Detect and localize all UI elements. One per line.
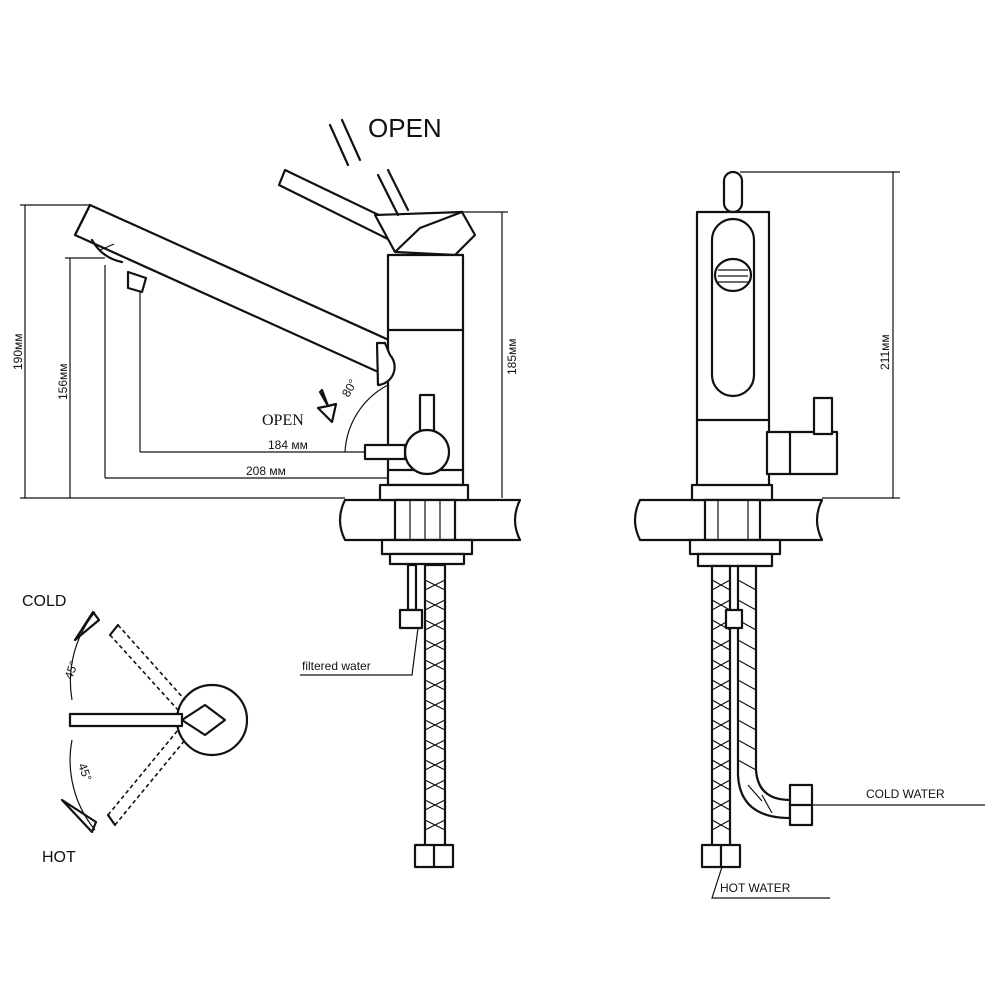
dim-156: 156мм <box>56 363 70 400</box>
faucet-body <box>375 253 465 487</box>
dim-184: 184 мм <box>268 438 308 452</box>
lever-handle <box>277 168 477 257</box>
open-arrow-top <box>328 118 410 217</box>
countertop-left <box>338 483 522 566</box>
angle-80-label: 80° <box>339 377 360 400</box>
filter-valve-knob <box>363 393 451 476</box>
filtered-water-label: filtered water <box>302 659 371 673</box>
side-view: OPEN 80° OPEN <box>11 113 522 869</box>
angle-arc <box>344 384 389 453</box>
dim-190: 190мм <box>11 333 25 370</box>
hot-label: HOT <box>42 849 76 866</box>
hoses-left <box>398 563 455 869</box>
open-arrow-side <box>316 388 338 424</box>
dim-208: 208 мм <box>246 464 286 478</box>
dim-211: 211мм <box>878 334 892 370</box>
open-label-side: OPEN <box>262 412 304 429</box>
front-view <box>633 170 985 899</box>
open-label-top: OPEN <box>368 113 442 143</box>
spout <box>73 203 402 377</box>
angle-45-hot: 45° <box>75 761 94 783</box>
angle-45-cold: 45° <box>62 659 81 681</box>
handle-rotation-diagram: 45° 45° <box>60 610 249 834</box>
hot-water-label: HOT WATER <box>720 881 791 895</box>
cold-label: COLD <box>22 593 66 610</box>
dim-185: 185мм <box>505 338 519 375</box>
cold-water-label: COLD WATER <box>866 787 945 801</box>
dimension-lines-left <box>20 204 508 499</box>
